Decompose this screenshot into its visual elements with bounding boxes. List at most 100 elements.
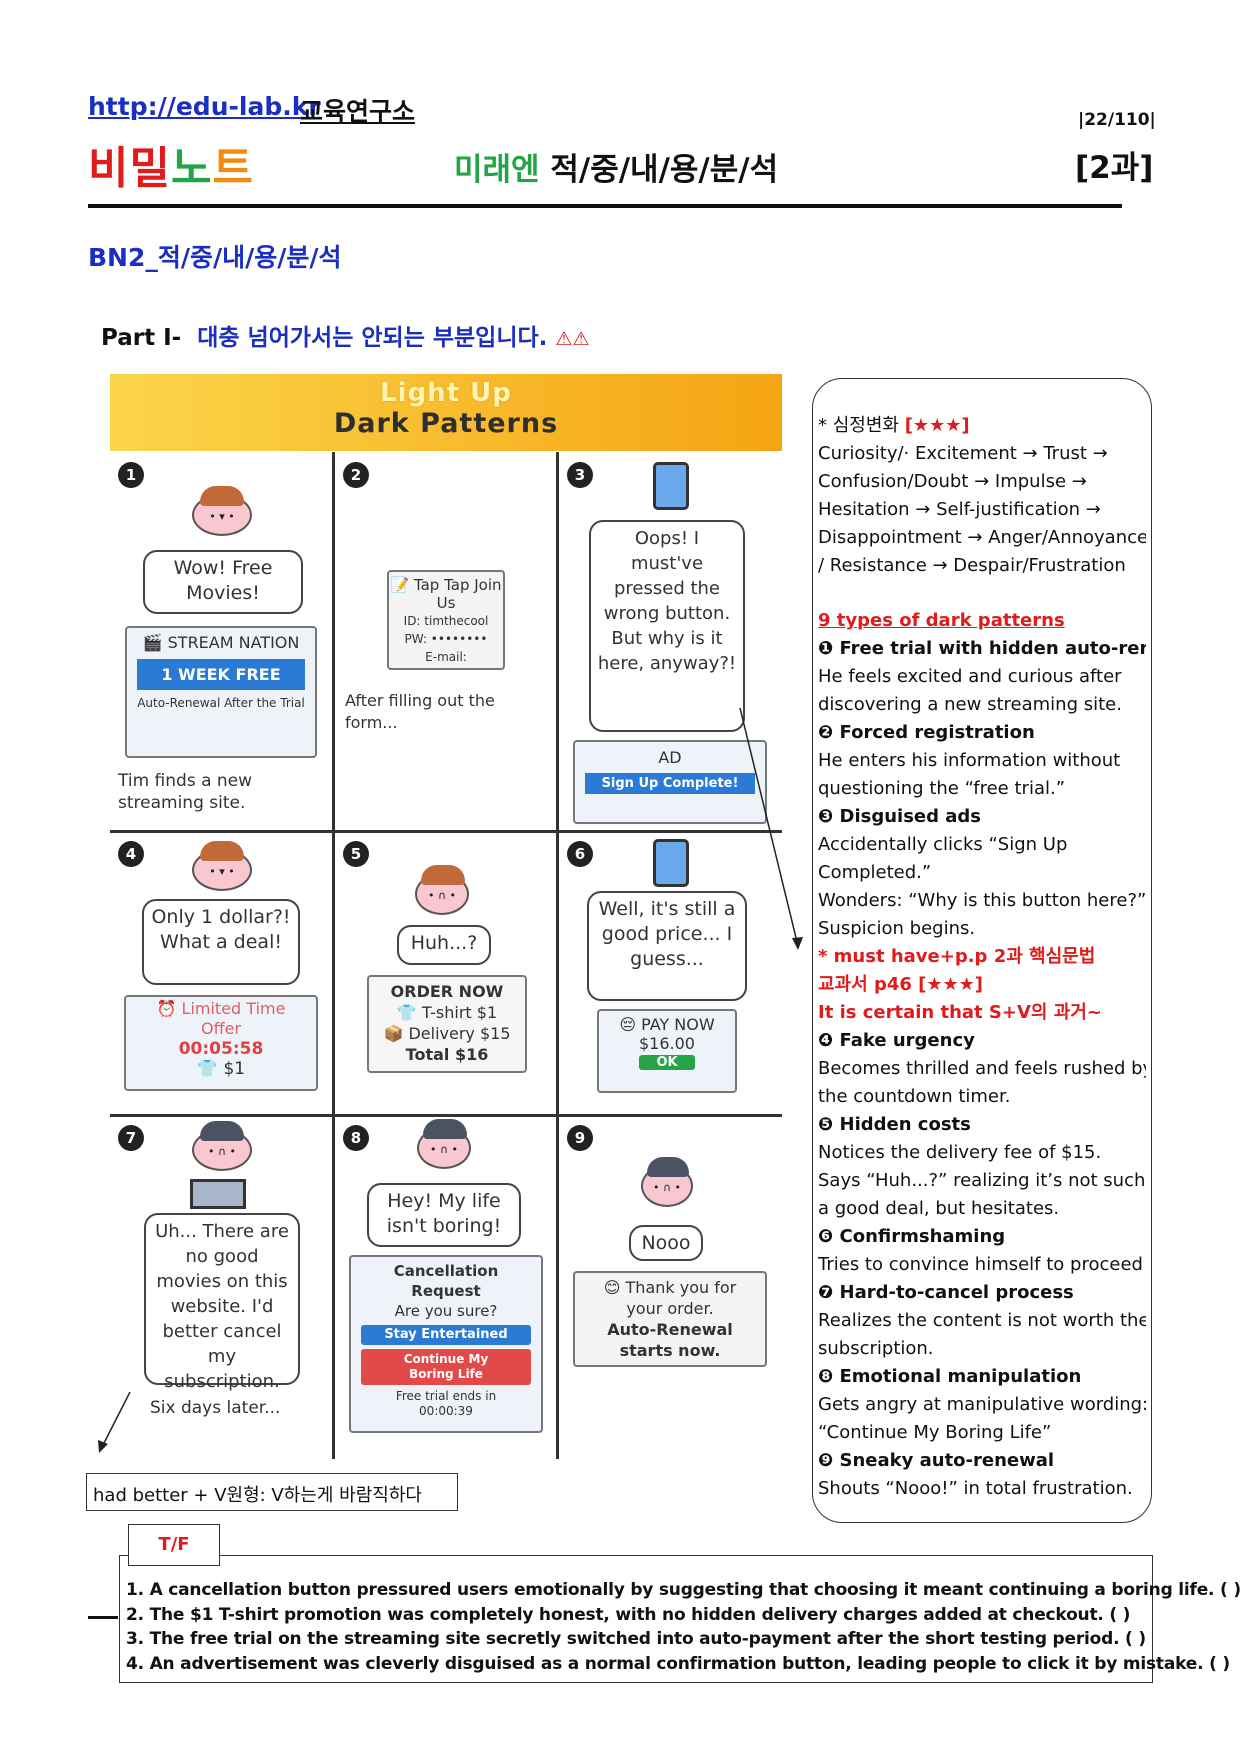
ok-button[interactable]: OK xyxy=(639,1055,695,1070)
speech-bubble: Well, it's still a good price... I guess… xyxy=(587,891,747,1001)
limited-offer-label: ⏰ Limited Time Offer xyxy=(156,999,286,1038)
sign-up-complete-button[interactable]: Sign Up Complete! xyxy=(585,773,755,794)
panel-number: 4 xyxy=(118,841,144,867)
type-5-desc: Says “Huh...?” realizing it’s not such xyxy=(818,1170,1146,1191)
part-text: 대충 넘어가서는 안되는 부분입니다. xyxy=(197,325,548,351)
tf-dash xyxy=(88,1616,118,1619)
speech-bubble: Oops! I must've pressed the wrong button… xyxy=(589,520,745,732)
order-title: ORDER NOW xyxy=(390,982,504,1001)
boy-face-icon: • ∩ • xyxy=(417,1119,471,1169)
trial-timer: 00:00:39 xyxy=(419,1404,473,1418)
subject-title: 적/중/내/용/분/석 xyxy=(550,152,779,188)
order-item-delivery: 📦 Delivery $15 xyxy=(383,1024,511,1043)
notes-content: * 심정변화 [★★★] Curiosity/· Excitement → Tr… xyxy=(818,412,1146,1503)
header-url-link[interactable]: http://edu-lab.kr xyxy=(88,92,321,121)
tf-question-box xyxy=(119,1555,1153,1683)
tf-item-3: 3. The free trial on the streaming site … xyxy=(126,1629,1146,1649)
payment-box: 😔 PAY NOW $16.00 OK xyxy=(597,1009,737,1093)
trial-end-label: Free trial ends in xyxy=(395,1389,497,1403)
header-institute: 교육연구소 xyxy=(300,97,416,126)
panel-number: 8 xyxy=(343,1125,369,1151)
tf-item-4: 4. An advertisement was cleverly disguis… xyxy=(126,1653,1230,1674)
panel-caption: Six days later... xyxy=(150,1398,281,1418)
page-number: |22/110| xyxy=(1078,110,1156,130)
phone-icon xyxy=(653,839,689,887)
lesson-label: [2과] xyxy=(1075,150,1154,186)
order-summary-box: ORDER NOW 👕 T-shirt $1 📦 Delivery $15 To… xyxy=(367,975,527,1073)
speech-bubble: Huh...? xyxy=(397,925,491,965)
thank-you-text: 😊 Thank you for your order. xyxy=(603,1278,737,1318)
disguised-ad-box: AD Sign Up Complete! xyxy=(573,740,767,824)
speech-bubble: Wow! Free Movies! xyxy=(143,550,303,614)
arrow-line xyxy=(739,707,799,947)
grammar-note: 교과서 p46 [★★★] xyxy=(818,974,984,995)
tf-item-2: 2. The $1 T-shirt promotion was complete… xyxy=(126,1604,1131,1625)
type-9-title: ❾ Sneaky auto-renewal xyxy=(818,1450,1055,1471)
notes-panel xyxy=(812,378,1152,1523)
emotion-line: Hesitation → Self-justification → xyxy=(818,499,1101,520)
comic-panel-2: 2 📝 Tap Tap Join Us ID: timthecool PW: •… xyxy=(335,454,556,830)
panel-number: 9 xyxy=(567,1125,593,1151)
tf-item-1: 1. A cancellation button pressured users… xyxy=(126,1580,1240,1600)
type-2-desc: questioning the “free trial.” xyxy=(818,778,1066,799)
auto-renew-fine-print: Auto-Renewal After the Trial xyxy=(137,696,305,710)
comic-panel-6: 6 Well, it's still a good price... I gue… xyxy=(559,833,782,1114)
type-6-desc: Tries to convince himself to proceed xyxy=(818,1254,1143,1275)
comic-banner: Light Up Dark Patterns xyxy=(110,374,782,451)
type-3-desc: Completed.” xyxy=(818,862,932,883)
brand-title: 비밀노트 xyxy=(88,132,254,196)
comic-strip: Light Up Dark Patterns 1 • ▾ • Wow! Free… xyxy=(110,374,782,1459)
type-5-desc: a good deal, but hesitates. xyxy=(818,1198,1060,1219)
arrow-line xyxy=(101,1391,131,1448)
arrow-head xyxy=(792,937,803,950)
types-title: 9 types of dark patterns xyxy=(818,610,1065,631)
order-total: Total $16 xyxy=(405,1045,489,1064)
emotion-line: / Resistance → Despair/Frustration xyxy=(818,555,1126,576)
form-email-field: E-mail: xyxy=(425,650,467,664)
comic-title-line2: Dark Patterns xyxy=(333,408,559,439)
warning-icon: ⚠⚠ xyxy=(555,328,590,350)
type-1-title: ❶ Free trial with hidden auto-renewal xyxy=(818,638,1146,659)
continue-boring-life-button[interactable]: Continue My Boring Life xyxy=(361,1349,531,1385)
boy-face-icon: • ∩ • xyxy=(641,1157,693,1207)
type-2-title: ❷ Forced registration xyxy=(818,722,1035,743)
comic-panel-8: 8 • ∩ • Hey! My life isn't boring! Cance… xyxy=(335,1117,556,1459)
tf-label: T/F xyxy=(128,1524,220,1566)
comic-panel-5: 5 • ∩ • Huh...? ORDER NOW 👕 T-shirt $1 📦… xyxy=(335,833,556,1114)
free-week-button[interactable]: 1 WEEK FREE xyxy=(137,659,305,690)
form-title: 📝 Tap Tap Join Us xyxy=(390,576,502,612)
emotion-line: Confusion/Doubt → Impulse → xyxy=(818,471,1087,492)
emotion-stars: [★★★] xyxy=(904,415,970,436)
type-5-title: ❺ Hidden costs xyxy=(818,1114,971,1135)
panel-number: 5 xyxy=(343,841,369,867)
cancellation-dialog: Cancellation Request Are you sure? Stay … xyxy=(349,1255,543,1433)
stay-entertained-button[interactable]: Stay Entertained xyxy=(361,1325,531,1345)
section-title: BN2_적/중/내/용/분/석 xyxy=(88,243,342,272)
grid-line xyxy=(110,830,782,833)
boy-face-icon: • ∩ • xyxy=(415,865,469,915)
cancellation-title: Cancellation Request xyxy=(393,1262,499,1300)
type-3-title: ❸ Disguised ads xyxy=(818,806,982,827)
streaming-ad-box: 🎬 STREAM NATION 1 WEEK FREE Auto-Renewal… xyxy=(125,626,317,758)
brand-char-3: 노 xyxy=(170,143,213,194)
grid-line xyxy=(332,452,335,1459)
emotion-heading: * 심정변화 [★★★] xyxy=(818,412,1146,440)
panel-caption: Tim finds a new streaming site. xyxy=(118,771,253,813)
type-4-title: ❹ Fake urgency xyxy=(818,1030,975,1051)
grammar-note: * must have+p.p 2과 핵심문법 xyxy=(818,946,1096,967)
arrow-head xyxy=(98,1440,108,1453)
panel-number: 3 xyxy=(567,462,593,488)
type-7-title: ❼ Hard-to-cancel process xyxy=(818,1282,1074,1303)
comic-panel-3: 3 Oops! I must've pressed the wrong butt… xyxy=(559,454,782,830)
part-heading: Part I- 대충 넘어가서는 안되는 부분입니다. ⚠⚠ xyxy=(101,318,590,352)
type-3-desc: Wonders: “Why is this button here?” xyxy=(818,890,1146,911)
panel-number: 6 xyxy=(567,841,593,867)
streaming-brand: 🎬 STREAM NATION xyxy=(142,633,300,652)
panel-number: 1 xyxy=(118,462,144,488)
type-4-desc: Becomes thrilled and feels rushed by xyxy=(818,1058,1146,1079)
form-id-field: ID: timthecool xyxy=(403,614,489,628)
type-3-desc: Accidentally clicks “Sign Up xyxy=(818,834,1068,855)
type-8-title: ❽ Emotional manipulation xyxy=(818,1366,1082,1387)
registration-form: 📝 Tap Tap Join Us ID: timthecool PW: •••… xyxy=(387,570,505,670)
